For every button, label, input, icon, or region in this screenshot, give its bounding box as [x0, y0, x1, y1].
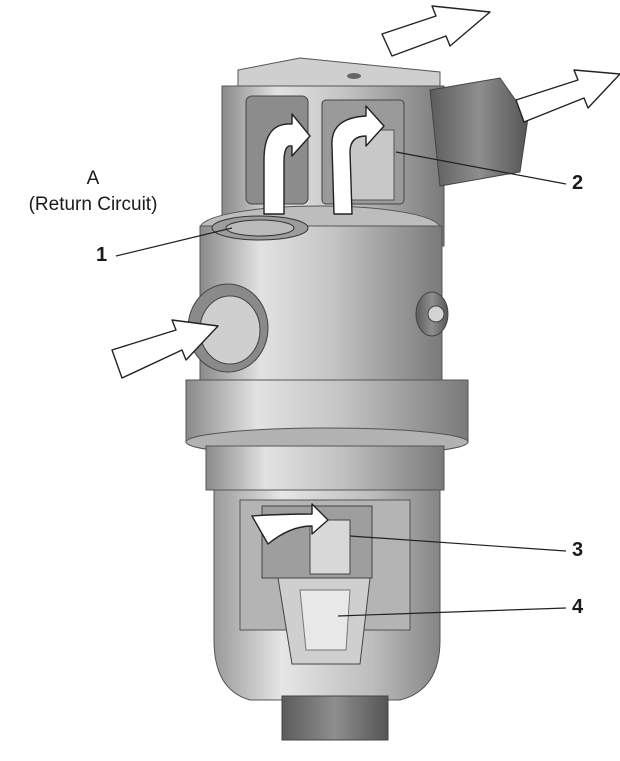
callout-4: 4 [572, 596, 584, 618]
callout-3: 3 [572, 539, 584, 561]
callout-1: 1 [96, 244, 108, 266]
callout-2: 2 [572, 172, 584, 194]
inlet-arrow [111, 319, 219, 379]
filter-bowl [213, 489, 441, 741]
flow-arrows [111, 5, 620, 545]
flow-arrow-left-curve [263, 113, 311, 215]
label-inlet-caption: (Return Circuit) [28, 194, 158, 215]
leader-line-4 [337, 607, 567, 617]
flow-arrow-bowl [251, 503, 329, 545]
filter-body [185, 205, 469, 491]
leader-lines [115, 151, 567, 617]
leader-line-3 [349, 535, 567, 552]
outlet-arrow-right [515, 69, 620, 123]
leader-line-1 [115, 227, 233, 257]
label-inlet-letter: A [86, 168, 100, 189]
outlet-arrow-top [381, 5, 491, 57]
flow-arrow-right-curve [331, 105, 385, 215]
leader-line-2 [395, 151, 567, 185]
